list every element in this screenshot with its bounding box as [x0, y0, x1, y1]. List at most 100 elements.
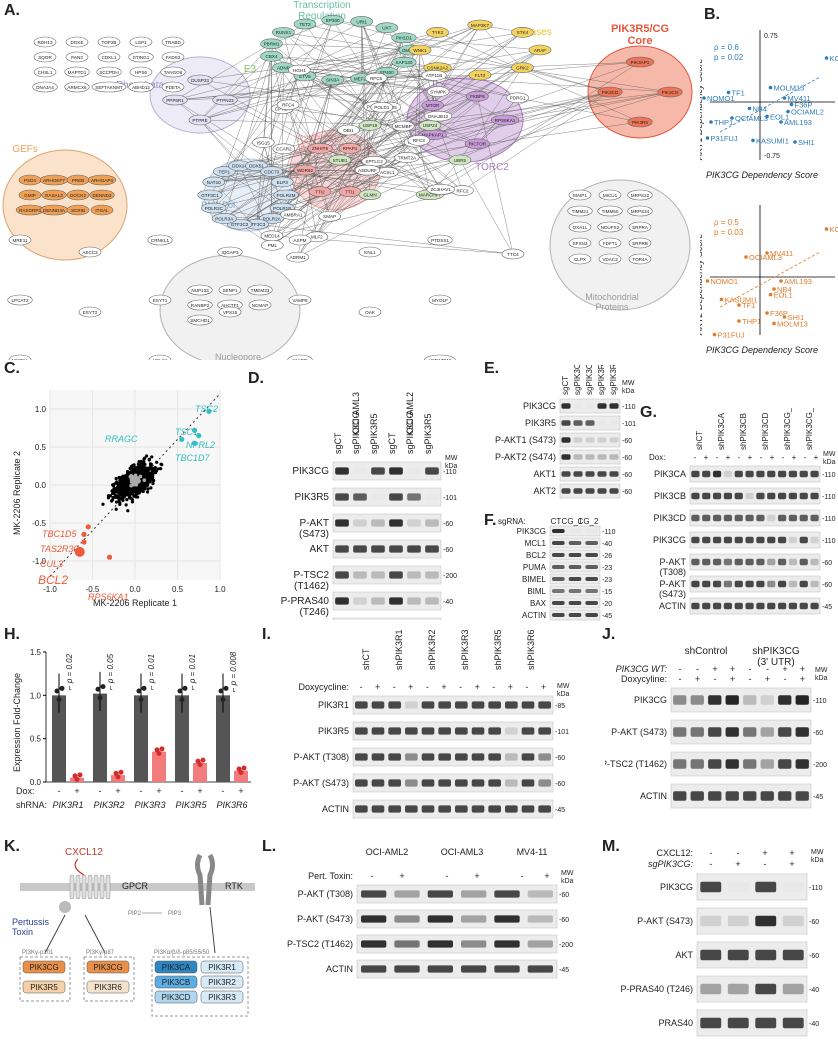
blot-band: [427, 890, 453, 898]
network-node-label: FDFT1: [603, 241, 618, 246]
network-node-label: DDX51: [249, 164, 264, 169]
dox-sign: +: [748, 453, 753, 462]
blot-band: [371, 467, 385, 475]
lane-label: sgPIK3R5: [369, 413, 379, 454]
blot-band: [760, 791, 774, 801]
network-edge: [403, 67, 523, 127]
dox-sign: -: [140, 786, 143, 796]
blot-band: [488, 779, 501, 787]
blot-band: [788, 602, 798, 610]
blot-band: [488, 701, 501, 709]
blot-band: [782, 1017, 804, 1029]
network-node: [391, 120, 415, 132]
blot-band: [425, 493, 439, 501]
cond-sign: +: [762, 848, 767, 858]
cell-line-label: P31FUJ: [711, 134, 738, 143]
blot-band: [702, 470, 711, 478]
blot-band: [767, 514, 776, 522]
mw-marker: -23: [602, 565, 612, 572]
blot-band: [568, 577, 582, 581]
blot-band: [561, 454, 571, 460]
blot-band: [702, 580, 711, 588]
hit-point-down: [74, 546, 85, 557]
network-edge: [287, 104, 441, 190]
gene-point: [123, 478, 127, 482]
network-edge: [414, 49, 421, 143]
blot-row-label: PIK3CG: [292, 466, 329, 477]
subunit-label: PIK3R2: [208, 978, 236, 987]
blot-band: [521, 701, 535, 709]
network-node: [217, 246, 243, 258]
dox-sign: +: [475, 682, 480, 692]
dox-sign: +: [74, 786, 79, 796]
gene-point: [129, 492, 133, 496]
gene-point: [145, 454, 149, 458]
lane-label: shPIK3R5: [493, 630, 503, 670]
network-node: [7, 294, 33, 306]
blot-band: [745, 558, 754, 566]
network-node: [187, 284, 213, 296]
cell-line-point: [779, 279, 783, 283]
mw-marker: -20: [602, 601, 612, 608]
network-node-label: RDH13: [37, 40, 53, 45]
network-node: [391, 56, 417, 68]
network-node-label: RPS6KA1: [495, 118, 516, 123]
cell-line-point: [768, 292, 773, 297]
replicate-point: [115, 774, 121, 780]
pip3-label: PIP3: [168, 911, 182, 917]
network-node-label: RASAL3: [45, 193, 63, 198]
network-node-label: TMEM33: [251, 288, 270, 293]
network-node-label: ESYT1: [153, 298, 168, 303]
control-point: [142, 478, 147, 482]
dox-sign: +: [238, 786, 243, 796]
gene-point: [120, 479, 124, 483]
gene-point: [126, 492, 130, 496]
blot-band: [810, 514, 819, 522]
blot-band: [734, 558, 743, 566]
blot-band: [810, 602, 819, 610]
blot-band: [767, 580, 776, 588]
network-node-label: ZC3HAV1: [430, 187, 451, 192]
path-arrow: [84, 914, 106, 954]
blot-band: [755, 915, 777, 927]
gene-point: [108, 494, 112, 498]
network-node: [657, 86, 683, 98]
blot-band: [527, 940, 553, 948]
gene-point: [136, 495, 140, 499]
cond-sign: -: [764, 859, 767, 869]
network-node: [212, 94, 238, 106]
hit-point-down: [106, 554, 113, 560]
y-tick: -1.0: [32, 557, 46, 566]
blot-band: [743, 695, 757, 705]
network-node: [426, 184, 455, 195]
network-edge: [437, 32, 641, 123]
network-node-label: TIMM21: [572, 209, 589, 214]
network-node-label: FADS2: [166, 55, 181, 60]
y-tick: 0.75: [764, 33, 778, 40]
network-node-label: AHCTF1: [221, 303, 239, 308]
blot-band: [727, 1017, 749, 1029]
network-node-label: PTDSS1: [431, 238, 449, 243]
cell-line-point: [786, 109, 790, 114]
dox-sign: -: [694, 453, 697, 462]
blot-band: [810, 580, 819, 588]
blot-band: [755, 1017, 777, 1029]
blot-strip: [689, 487, 821, 505]
network-node: [490, 114, 520, 126]
network-node: [161, 81, 185, 93]
cond-sign: -: [710, 848, 713, 858]
blot-band: [691, 492, 700, 500]
hit-point-up: [206, 408, 212, 414]
blot-band: [734, 602, 743, 610]
blot-band: [421, 727, 435, 735]
network-edge: [224, 104, 289, 172]
network-edge: [256, 224, 513, 255]
dox-sign: +: [541, 682, 546, 692]
network-edge: [282, 108, 321, 149]
p-label: p = 0.03: [714, 228, 744, 237]
network-node: [147, 234, 173, 246]
blot-band: [597, 471, 607, 477]
blot-band: [552, 601, 565, 605]
network-node-label: HSD17B12: [429, 358, 452, 360]
